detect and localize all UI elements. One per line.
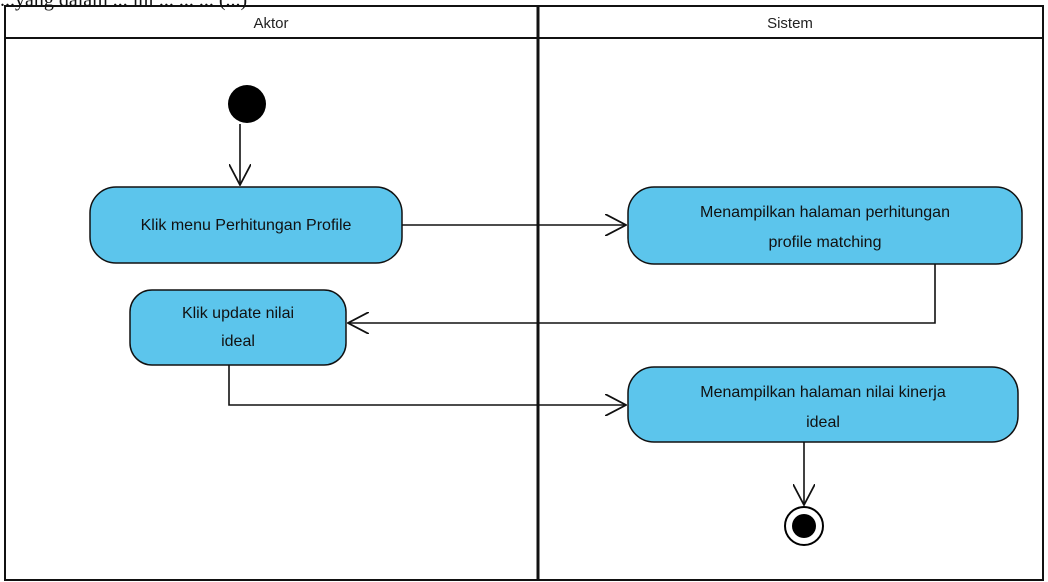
activity-label-line1: Klik update nilai [182,305,294,322]
flow-perhitungan-to-klik-update [348,264,936,323]
activity-menampilkan-perhitungan: Menampilkan halaman perhitungan profile … [627,186,1023,265]
activity-box [627,366,1019,443]
activity-label-line1: Menampilkan halaman nilai kinerja [700,384,946,401]
activity-klik-update-nilai: Klik update nilai ideal [129,289,347,366]
final-node-core [792,514,816,538]
activity-label-line1: Menampilkan halaman perhitungan [700,204,950,221]
activity-label-line2: ideal [221,333,255,350]
activity-klik-menu-perhitungan: Klik menu Perhitungan Profile [89,186,403,264]
swimlane-frame [4,5,1044,581]
activity-menampilkan-nilai-kinerja: Menampilkan halaman nilai kinerja ideal [627,366,1019,443]
flow-klik-update-to-nilai-kinerja [228,365,626,405]
initial-node [228,85,266,123]
final-node [784,506,824,546]
activity-label-line2: ideal [806,414,840,431]
activity-label: Klik menu Perhitungan Profile [141,217,352,234]
activity-label-line2: profile matching [769,234,882,251]
activity-box [627,186,1023,265]
swimlane-border [4,5,1044,581]
lane-title-sistem: Sistem [767,15,813,32]
lane-title-aktor: Aktor [253,15,288,32]
activity-box [129,289,347,366]
